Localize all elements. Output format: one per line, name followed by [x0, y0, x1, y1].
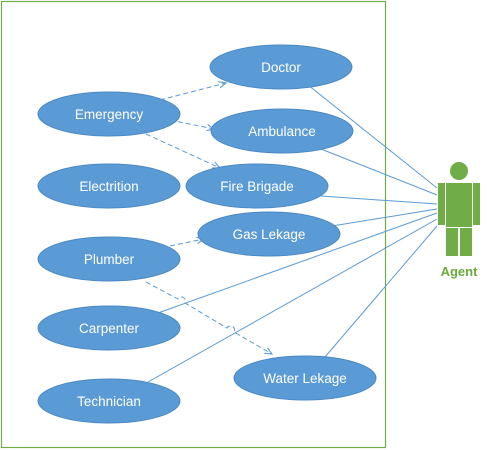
- association-doctor: [307, 84, 438, 189]
- use-case-doctor-shape: [209, 44, 353, 90]
- use-case-carpenter: Carpenter: [37, 305, 181, 351]
- actor-right-leg: [460, 228, 472, 256]
- association-carpenter: [157, 212, 438, 314]
- association-gas-lekage: [325, 208, 438, 228]
- use-case-emergency-shape: [37, 91, 181, 137]
- actor-left-leg: [446, 228, 458, 256]
- arrow-plumber-water-lekage: [145, 281, 272, 354]
- arrow-emergency-fire-brigade: [145, 133, 220, 168]
- use-case-carpenter-label: Carpenter: [79, 321, 140, 336]
- actor-agent: [438, 162, 480, 256]
- use-case-ambulance-label: Ambulance: [248, 124, 316, 139]
- use-case-ambulance: Ambulance: [210, 108, 354, 154]
- use-case-emergency-label: Emergency: [75, 107, 144, 122]
- actor-head: [450, 162, 468, 180]
- use-case-gas-lekage-label: Gas Lekage: [233, 227, 306, 242]
- include-arrows: [145, 83, 272, 354]
- use-case-water-lekage: Water Lekage: [233, 355, 377, 401]
- use-case-doctor-label: Doctor: [261, 60, 301, 75]
- system-boundary: [0, 0, 387, 449]
- actor-body: [446, 183, 472, 227]
- arrow-emergency-doctor: [159, 83, 226, 101]
- associations: [147, 84, 438, 383]
- use-case-electrition: Electrition: [37, 163, 181, 209]
- use-case-doctor: Doctor: [209, 44, 353, 90]
- use-case-gas-lekage: Gas Lekage: [197, 211, 341, 257]
- association-ambulance: [320, 148, 438, 196]
- actor-right-arm: [473, 183, 480, 225]
- use-case-technician-shape: [37, 378, 181, 424]
- use-case-plumber-label: Plumber: [84, 252, 135, 267]
- use-case-technician-label: Technician: [77, 394, 141, 409]
- use-case-electrition-shape: [37, 163, 181, 209]
- use-case-ambulance-shape: [210, 108, 354, 154]
- use-case-gas-lekage-shape: [197, 211, 341, 257]
- use-case-emergency: Emergency: [37, 91, 181, 137]
- actor-label: Agent: [441, 264, 479, 279]
- association-technician: [147, 218, 438, 383]
- use-case-water-lekage-shape: [233, 355, 377, 401]
- use-case-carpenter-shape: [37, 305, 181, 351]
- association-fire-brigade: [320, 195, 438, 205]
- arrow-plumber-gas-lekage: [169, 239, 204, 247]
- use-case-electrition-label: Electrition: [79, 179, 138, 194]
- association-water-lekage: [324, 225, 438, 358]
- use-case-technician: Technician: [37, 378, 181, 424]
- use-case-fire-brigade-label: Fire Brigade: [220, 179, 294, 194]
- use-case-water-lekage-label: Water Lekage: [263, 371, 347, 386]
- use-case-fire-brigade: Fire Brigade: [185, 163, 329, 209]
- actor-left-arm: [438, 183, 445, 225]
- use-case-fire-brigade-shape: [185, 163, 329, 209]
- use-case-plumber: Plumber: [37, 236, 181, 282]
- use-case-plumber-shape: [37, 236, 181, 282]
